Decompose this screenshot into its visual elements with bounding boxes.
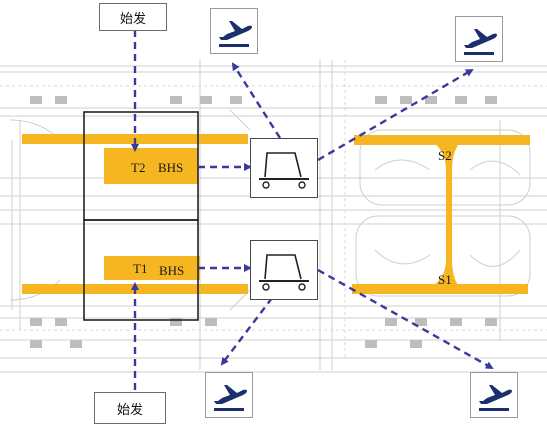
s2-label: S2 bbox=[438, 148, 452, 163]
departure-plane-icon-bottom-left bbox=[205, 372, 253, 418]
arrow-cart-to-plane-bottom-left bbox=[220, 297, 273, 366]
baggage-cart-icon bbox=[259, 152, 309, 189]
t1-frame bbox=[83, 219, 199, 321]
origin-label-bottom-text: 始发 bbox=[116, 402, 143, 418]
departure-plane-icon-bottom-right bbox=[470, 372, 518, 418]
departure-plane-icon bbox=[479, 385, 512, 411]
satellite-spine bbox=[430, 140, 462, 288]
flow-arrows bbox=[131, 30, 494, 390]
arrow-cart-to-plane-top-right bbox=[317, 68, 474, 162]
s1-pier bbox=[352, 284, 528, 294]
t2-processor bbox=[104, 148, 198, 184]
s1-label: S1 bbox=[438, 272, 452, 287]
arrow-cart-to-plane-top-left bbox=[231, 62, 282, 139]
baggage-cart-box-bottom bbox=[250, 240, 318, 300]
arrow-cart-to-plane-bottom-right bbox=[317, 268, 494, 370]
baggage-cart-box-top bbox=[250, 138, 318, 198]
t2-label: T2 bbox=[131, 160, 146, 175]
origin-label-bottom: 始发 bbox=[94, 392, 166, 424]
aircraft-stands bbox=[30, 96, 497, 348]
baggage-cart-icon bbox=[259, 254, 309, 291]
t1-bhs-label: BHS bbox=[159, 263, 185, 278]
t2-bhs-label: BHS bbox=[158, 160, 184, 175]
departure-plane-icon-top-right bbox=[455, 16, 503, 62]
t1-processor bbox=[104, 256, 200, 280]
departure-plane-icon bbox=[214, 385, 247, 411]
map-line-work bbox=[0, 60, 547, 373]
departure-plane-icon bbox=[219, 21, 252, 47]
departure-plane-icon bbox=[464, 29, 497, 55]
origin-label-top: 始发 bbox=[99, 3, 167, 31]
departure-plane-icon-top-left bbox=[210, 8, 258, 54]
t1-label: T1 bbox=[133, 261, 148, 276]
origin-label-top-text: 始发 bbox=[119, 11, 146, 27]
map-dashed-work bbox=[0, 60, 547, 360]
